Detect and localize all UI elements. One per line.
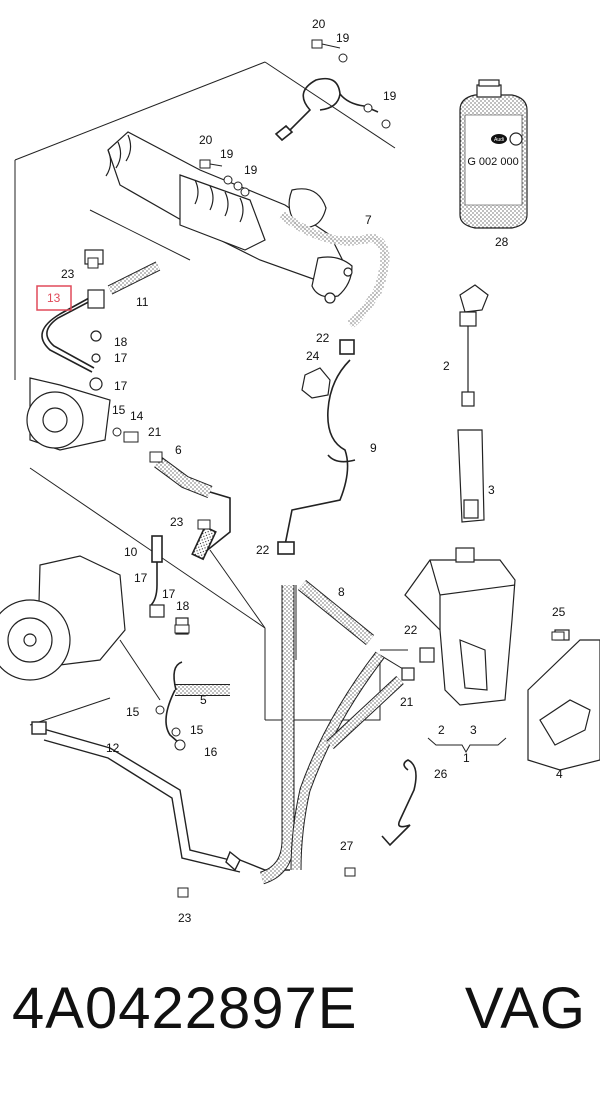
callout-17d: 17 (162, 587, 176, 601)
callout-21b: 21 (400, 695, 414, 709)
callout-19c: 19 (220, 147, 234, 161)
return-hose (259, 579, 404, 885)
callout-3b: 3 (488, 483, 495, 497)
reservoir-cap-parts (457, 284, 489, 523)
callout-15c: 15 (190, 723, 204, 737)
callout-22c: 22 (404, 623, 418, 637)
highlight-box-13 (36, 285, 72, 311)
pipe-12 (31, 721, 290, 873)
hose-6 (154, 456, 231, 553)
callout-6: 6 (175, 443, 182, 457)
callout-12: 12 (106, 741, 120, 755)
callout-28: 28 (495, 235, 509, 249)
callout-23b: 23 (170, 515, 184, 529)
callout-23c: 23 (178, 911, 192, 925)
hose-11 (107, 261, 161, 295)
callout-11: 11 (136, 295, 149, 309)
callout-10: 10 (124, 545, 138, 559)
fluid-bottle (459, 79, 528, 229)
callout-18a: 18 (114, 335, 128, 349)
hose-5 (165, 661, 230, 751)
callout-27: 27 (340, 839, 354, 853)
reservoir-bracket-lines (427, 737, 507, 754)
pipe-10 (149, 525, 217, 607)
callout-15a: 15 (112, 403, 126, 417)
reservoir (401, 547, 516, 706)
callout-3: 3 (470, 723, 477, 737)
callout-13: 13 (47, 291, 61, 305)
pump-lower (0, 555, 189, 681)
guide-lines (14, 61, 409, 726)
callout-21a: 21 (148, 425, 162, 439)
footer: 4A0422897E VAG (0, 975, 600, 1075)
callout-23a: 23 (61, 267, 75, 281)
clip-26 (381, 759, 417, 847)
callout-14: 14 (130, 409, 144, 423)
callout-20a: 20 (312, 17, 326, 31)
callout-22b: 22 (256, 543, 270, 557)
callout-17a: 17 (114, 351, 128, 365)
pipe-19 (274, 77, 379, 142)
callout-26: 26 (434, 767, 448, 781)
callout-17c: 17 (134, 571, 148, 585)
bracket-24 (301, 367, 331, 399)
part-number: 4A0422897E (12, 976, 358, 1041)
callout-18b: 18 (176, 599, 190, 613)
bracket-4 (527, 629, 600, 771)
pump-upper (26, 249, 111, 451)
callout-7: 7 (365, 213, 372, 227)
callout-2: 2 (438, 723, 445, 737)
callout-22a: 22 (316, 331, 330, 345)
callout-20b: 20 (199, 133, 213, 147)
callout-5: 5 (200, 693, 207, 707)
callout-9: 9 (370, 441, 377, 455)
callout-19d: 19 (244, 163, 258, 177)
bottle-logo: Audi (494, 137, 504, 143)
vw-logo-icon (509, 132, 523, 146)
parts-diagram: Audi G 002 000 20 19 19 28 20 19 19 (0, 17, 600, 925)
pipe-13 (41, 291, 101, 373)
callout-19b: 19 (383, 89, 397, 103)
bottle-label: G 002 000 (467, 156, 518, 168)
callout-1: 1 (463, 751, 470, 765)
callout-17b: 17 (114, 379, 128, 393)
callout-16: 16 (204, 745, 218, 759)
callout-4: 4 (556, 767, 563, 781)
callout-25: 25 (552, 605, 566, 619)
callout-15b: 15 (126, 705, 140, 719)
callout-8: 8 (338, 585, 345, 599)
callout-19a: 19 (336, 31, 350, 45)
bolts (87, 39, 565, 898)
callout-24: 24 (306, 349, 320, 363)
brand-name: VAG (464, 976, 586, 1041)
callout-labels: 20 19 19 28 20 19 19 7 23 11 13 22 18 17… (47, 17, 566, 925)
callout-2b: 2 (443, 359, 450, 373)
steering-rack (105, 131, 353, 304)
pipe-9 (277, 339, 356, 555)
